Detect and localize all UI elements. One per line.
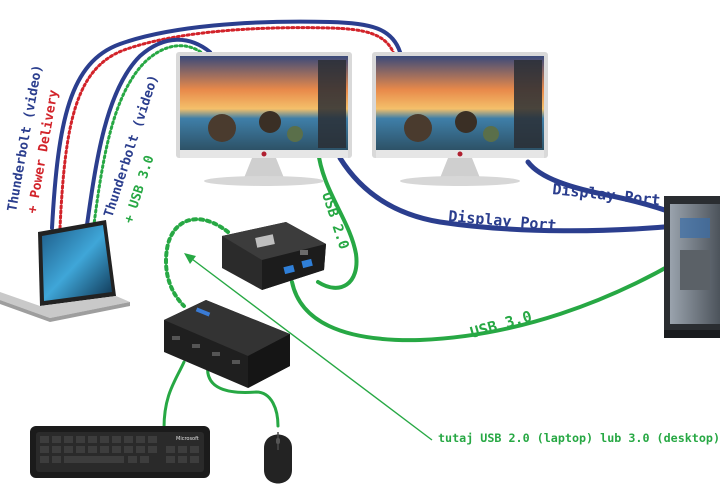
monitor-right-logo-icon [457, 151, 463, 157]
keyboard-icon: Microsoft [30, 426, 210, 478]
label-displayport-top: Display Port [552, 180, 662, 209]
switch-to-hub-cable [163, 217, 230, 308]
usb-switch-icon [222, 222, 326, 290]
usb30-dotted-cable [91, 44, 208, 234]
thunderbolt-power-cable [50, 19, 402, 230]
usb-port-blue-2 [301, 258, 313, 269]
displayport-cable-top [525, 159, 679, 217]
usb20-cable [316, 148, 359, 290]
label-note: tutaj USB 2.0 (laptop) lub 3.0 (desktop) [438, 431, 720, 445]
monitor-left-logo-icon [261, 151, 267, 157]
thunderbolt-usb-cable [84, 37, 212, 234]
desktop-pc-icon [664, 196, 720, 338]
label-usb20: USB 2.0 [318, 190, 351, 251]
monitor-right [372, 52, 548, 186]
monitor-left [176, 52, 352, 186]
note-arrowhead [184, 253, 196, 264]
displayport-cable-bottom [337, 155, 679, 234]
usb30-cable [290, 260, 678, 343]
keyboard-cable [162, 360, 186, 430]
mouse-cable [206, 362, 280, 428]
mouse-icon [264, 432, 292, 484]
note-arrow [187, 255, 433, 441]
power-delivery-cable [58, 26, 396, 230]
label-usb30: USB 3.0 [468, 307, 534, 342]
usb-port-blue-1 [283, 264, 295, 275]
usb-hub-icon [164, 300, 290, 388]
laptop-icon [0, 220, 130, 322]
keyboard-brand: Microsoft [176, 436, 199, 442]
